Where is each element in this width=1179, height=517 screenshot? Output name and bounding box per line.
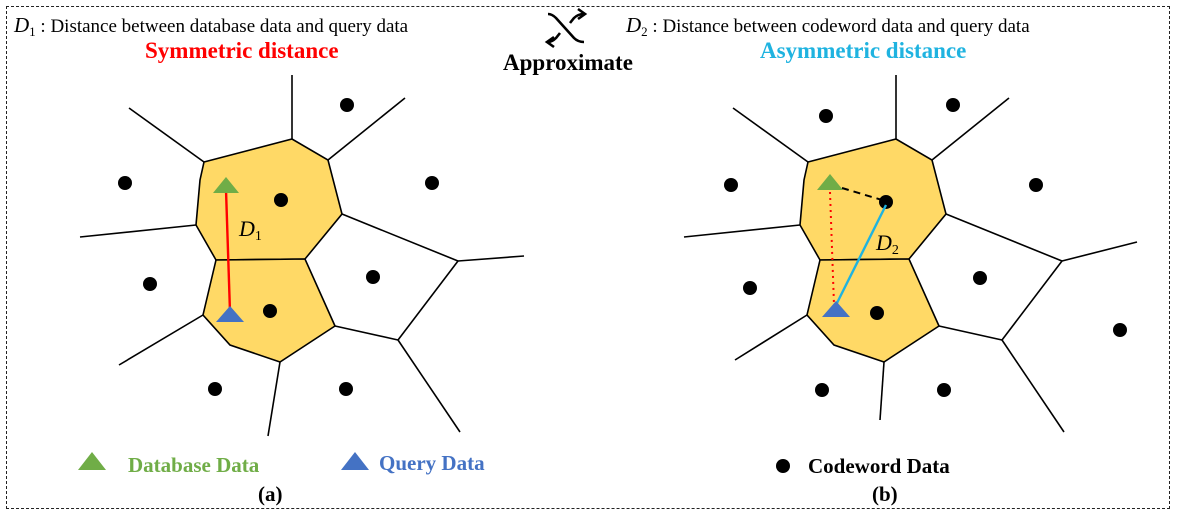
legend-query-label: Query Data — [379, 451, 485, 475]
voronoi-edge — [79, 224, 197, 238]
voronoi-edge — [1001, 260, 1063, 341]
voronoi-edge — [1061, 241, 1138, 262]
codeword-dot — [743, 281, 757, 295]
asymmetric-distance-line — [834, 204, 888, 306]
codeword-dot — [870, 306, 884, 320]
codeword-dot — [1029, 178, 1043, 192]
quantization-dashed-line — [841, 187, 883, 201]
voronoi-edge — [938, 325, 1003, 341]
codeword-dot — [366, 270, 380, 284]
query-data-marker — [216, 306, 244, 322]
d2-symbol: D2 — [626, 13, 648, 39]
codeword-dot-selected — [879, 195, 893, 209]
codeword-dot — [425, 176, 439, 190]
d2-text: Distance between codeword data and query… — [662, 16, 1030, 37]
legend-query-marker — [341, 452, 369, 470]
voronoi-diagram-b — [683, 75, 1138, 433]
d2-colon: : — [652, 16, 658, 37]
panel-b-title: Asymmetric distance — [760, 38, 967, 63]
panel-a-caption: (a) — [258, 482, 283, 506]
voronoi-edge — [118, 314, 204, 366]
codeword-dot — [819, 109, 833, 123]
codeword-dot — [274, 193, 288, 207]
codeword-dot — [946, 98, 960, 112]
database-data-marker — [817, 174, 843, 190]
voronoi-edge — [341, 213, 459, 262]
codeword-dot — [143, 277, 157, 291]
codeword-dot — [937, 383, 951, 397]
voronoi-edge — [267, 361, 281, 437]
codeword-dot — [118, 176, 132, 190]
voronoi-edge — [1001, 339, 1065, 433]
voronoi-edge — [683, 224, 801, 238]
true-distance-dotted-line — [829, 191, 835, 306]
d1-definition: D1 : Distance between database data and … — [14, 13, 408, 40]
voronoi-edge — [945, 213, 1063, 262]
voronoi-edge — [397, 339, 461, 433]
cell-top-b — [799, 138, 947, 261]
legend-database-marker — [78, 452, 106, 470]
codeword-dot — [815, 383, 829, 397]
figure-border — [6, 6, 1170, 509]
query-data-marker — [822, 301, 850, 317]
codeword-dot — [973, 271, 987, 285]
d1-colon: : — [40, 16, 46, 37]
voronoi-edge — [734, 314, 808, 361]
database-data-marker — [213, 177, 239, 193]
codeword-dot — [1113, 323, 1127, 337]
codeword-dot — [339, 382, 353, 396]
legend-codeword-label: Codeword Data — [808, 454, 950, 478]
swap-arrows-icon — [544, 7, 588, 49]
d1-symbol: D1 — [14, 13, 36, 39]
symmetric-distance-line — [224, 189, 232, 313]
voronoi-edge — [327, 97, 406, 161]
voronoi-edge — [879, 361, 885, 421]
voronoi-diagram-a — [79, 75, 525, 437]
cell-top-a — [195, 138, 343, 261]
d2-distance-label: D2 — [876, 230, 899, 258]
voronoi-edge — [397, 260, 459, 341]
voronoi-edge — [128, 107, 205, 163]
voronoi-edge — [457, 255, 525, 262]
panel-b-caption: (b) — [872, 482, 898, 506]
approximate-label: Approximate — [503, 50, 633, 75]
codeword-dot — [208, 382, 222, 396]
d2-definition: D2 : Distance between codeword data and … — [626, 13, 1030, 40]
voronoi-edge — [732, 107, 809, 163]
codeword-dot — [263, 304, 277, 318]
codeword-dot — [340, 98, 354, 112]
codeword-dot — [724, 178, 738, 192]
legend-codeword-marker — [776, 459, 790, 473]
panel-a-title: Symmetric distance — [145, 38, 339, 63]
d1-text: Distance between database data and query… — [50, 16, 409, 37]
voronoi-edge — [931, 97, 1010, 161]
d1-distance-label: D1 — [239, 216, 262, 244]
legend-database-label: Database Data — [128, 453, 260, 477]
voronoi-edge — [334, 325, 399, 341]
